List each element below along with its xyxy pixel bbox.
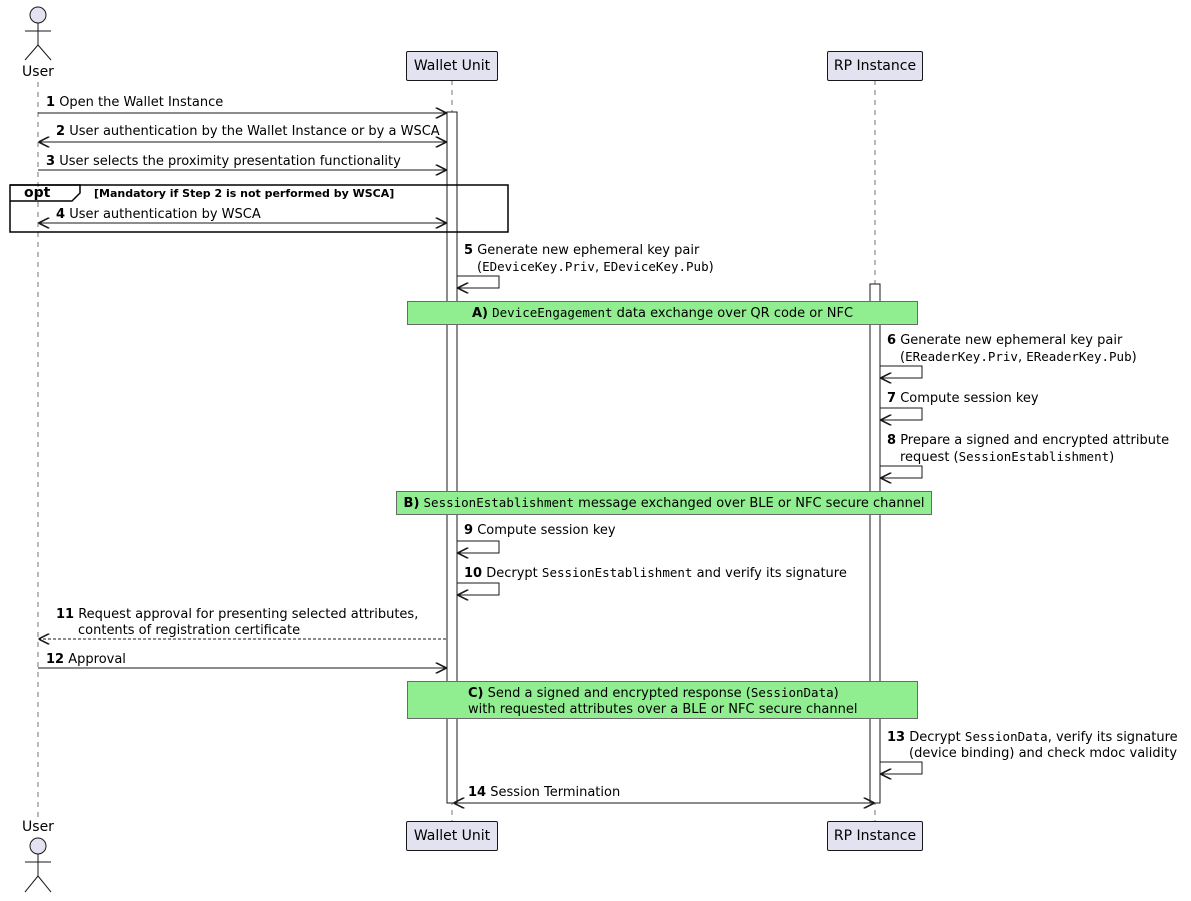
arrow-6	[880, 365, 923, 378]
opt-condition: [Mandatory if Step 2 is not performed by…	[94, 187, 395, 200]
arrow-9	[457, 540, 500, 553]
arrow-10	[457, 582, 500, 595]
rp-instance-header-bottom: RP Instance	[827, 821, 923, 851]
message-3: 3 User selects the proximity presentatio…	[46, 154, 401, 169]
arrow-5	[457, 275, 500, 288]
wallet-unit-header-top: Wallet Unit	[406, 51, 498, 81]
arrow-8	[880, 465, 923, 478]
message-12: 12 Approval	[46, 652, 126, 667]
arrow-13	[880, 761, 923, 774]
message-4: 4 User authentication by WSCA	[56, 207, 261, 222]
opt-label: opt	[24, 185, 51, 201]
note-a: A) DeviceEngagement data exchange over Q…	[407, 301, 918, 325]
user-actor-icon-bottom	[24, 837, 52, 893]
opt-frame	[9, 184, 509, 233]
message-5: 5 Generate new ephemeral key pair (EDevi…	[464, 243, 714, 275]
message-7: 7 Compute session key	[887, 391, 1039, 406]
message-2: 2 User authentication by the Wallet Inst…	[56, 124, 440, 139]
message-11: 11 Request approval for presenting selec…	[56, 607, 419, 638]
message-9: 9 Compute session key	[464, 523, 616, 538]
message-14: 14 Session Termination	[468, 785, 621, 800]
message-1: 1 Open the Wallet Instance	[46, 95, 224, 110]
message-13: 13 Decrypt SessionData, verify its signa…	[887, 729, 1178, 761]
note-c: C) Send a signed and encrypted response …	[407, 681, 918, 719]
user-label-bottom: User	[22, 819, 54, 835]
activation-wallet	[446, 111, 458, 804]
arrow-7	[880, 407, 923, 420]
message-6: 6 Generate new ephemeral key pair (ERead…	[887, 333, 1137, 365]
activation-rp	[869, 283, 881, 804]
user-actor-icon-top	[24, 6, 52, 61]
rp-instance-header-top: RP Instance	[827, 51, 923, 81]
message-8: 8 Prepare a signed and encrypted attribu…	[887, 433, 1170, 465]
note-b: B) SessionEstablishment message exchange…	[396, 491, 932, 515]
opt-tab	[10, 184, 81, 202]
message-10: 10 Decrypt SessionEstablishment and veri…	[464, 565, 847, 581]
wallet-unit-header-bottom: Wallet Unit	[406, 821, 498, 851]
user-label-top: User	[22, 64, 54, 80]
